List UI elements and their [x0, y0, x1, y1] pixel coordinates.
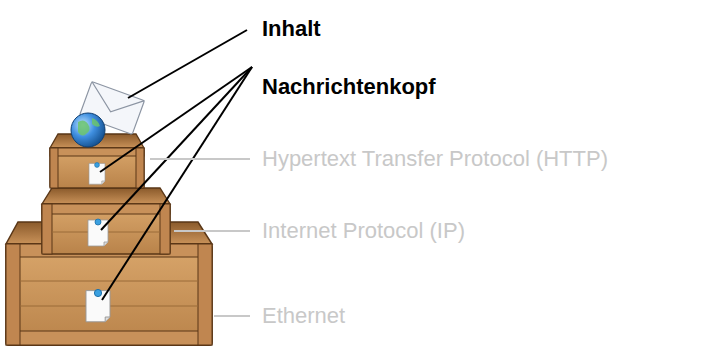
- header-label: Nachrichtenkopf: [262, 74, 436, 100]
- http-label: Hypertext Transfer Protocol (HTTP): [262, 146, 608, 172]
- ip-crate: [42, 188, 170, 254]
- content-envelope: [71, 82, 144, 147]
- leader-lines: [100, 30, 252, 300]
- content-label: Inhalt: [262, 16, 321, 42]
- protocol-lines: [150, 159, 250, 316]
- ip-label: Internet Protocol (IP): [262, 218, 465, 244]
- ethernet-label: Ethernet: [262, 303, 345, 329]
